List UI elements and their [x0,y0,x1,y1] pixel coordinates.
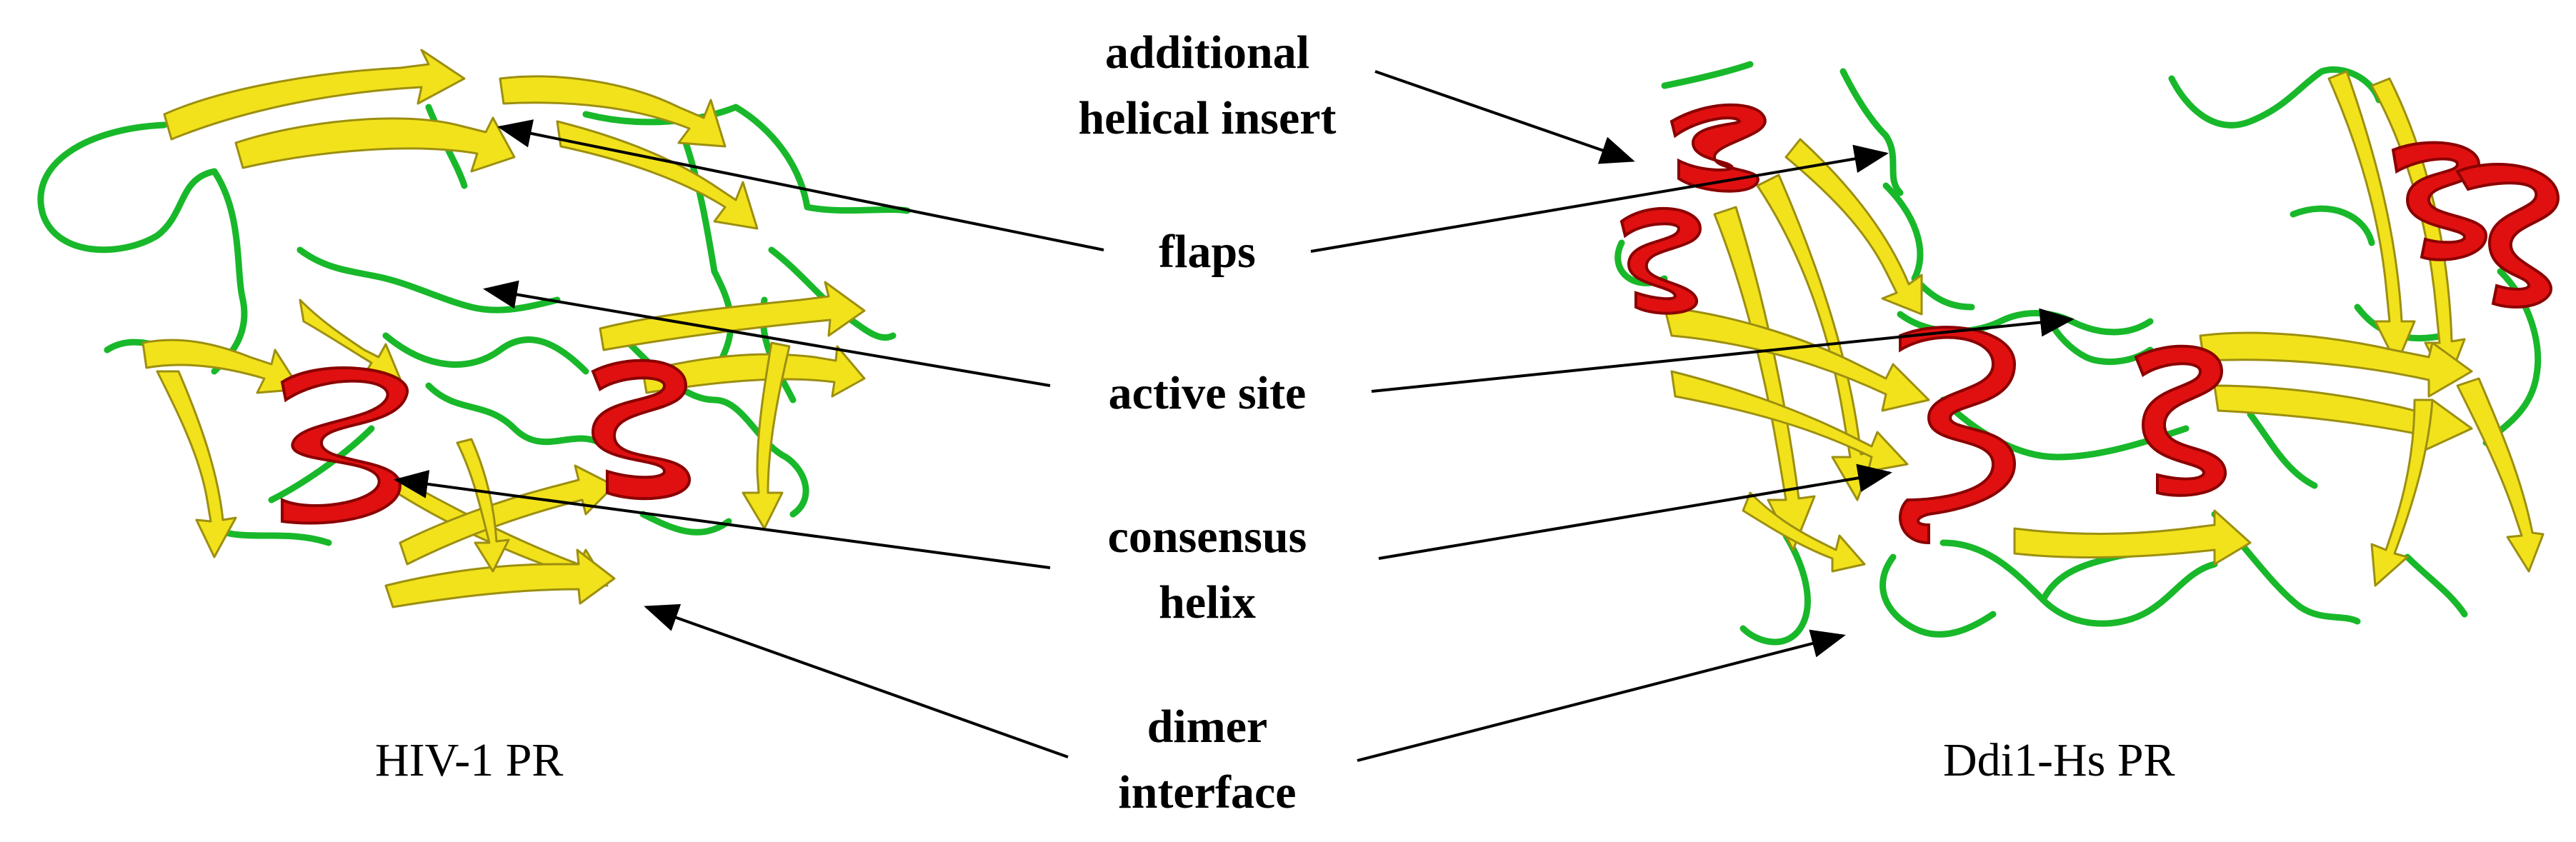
arrow-dimer-left [644,603,1069,758]
arrow-flaps-right [1310,144,1889,253]
label-consensus-line1: consensus [1107,511,1307,563]
caption-hiv1-pr: HIV-1 PR [375,734,564,786]
label-consensus-helix: consensus helix [1057,504,1357,636]
ddi1-hs-pr-structure [1614,61,2560,646]
label-flaps: flaps [1159,226,1256,278]
label-consensus-line2: helix [1159,576,1256,628]
label-additional-line2: helical insert [1078,92,1337,144]
arrow-consensus-right [1378,463,1892,560]
arrow-flaps-left [497,119,1104,251]
label-dimer-interface: dimer interface [1057,694,1357,826]
arrow-active-site-left [483,280,1051,387]
label-additional-line1: additional [1104,26,1310,79]
arrow-active-site-right [1371,308,2075,393]
label-dimer-line1: dimer [1147,701,1268,753]
hiv-helices [280,359,691,525]
ddi-strands [1663,70,2545,587]
label-additional-helical-insert: additional helical insert [1036,20,1379,151]
arrow-consensus-left [394,470,1051,569]
label-dimer-line2: interface [1118,766,1297,818]
caption-ddi1-hs-pr: Ddi1-Hs PR [1943,734,2175,786]
label-active-site: active site [1108,367,1307,419]
ddi-helices [1619,103,2560,545]
arrow-insert-right [1374,70,1635,164]
hiv-strands [141,49,866,608]
arrow-dimer-right [1357,629,1846,762]
annotation-arrows [394,70,2075,762]
hiv1-pr-structure [37,49,911,608]
